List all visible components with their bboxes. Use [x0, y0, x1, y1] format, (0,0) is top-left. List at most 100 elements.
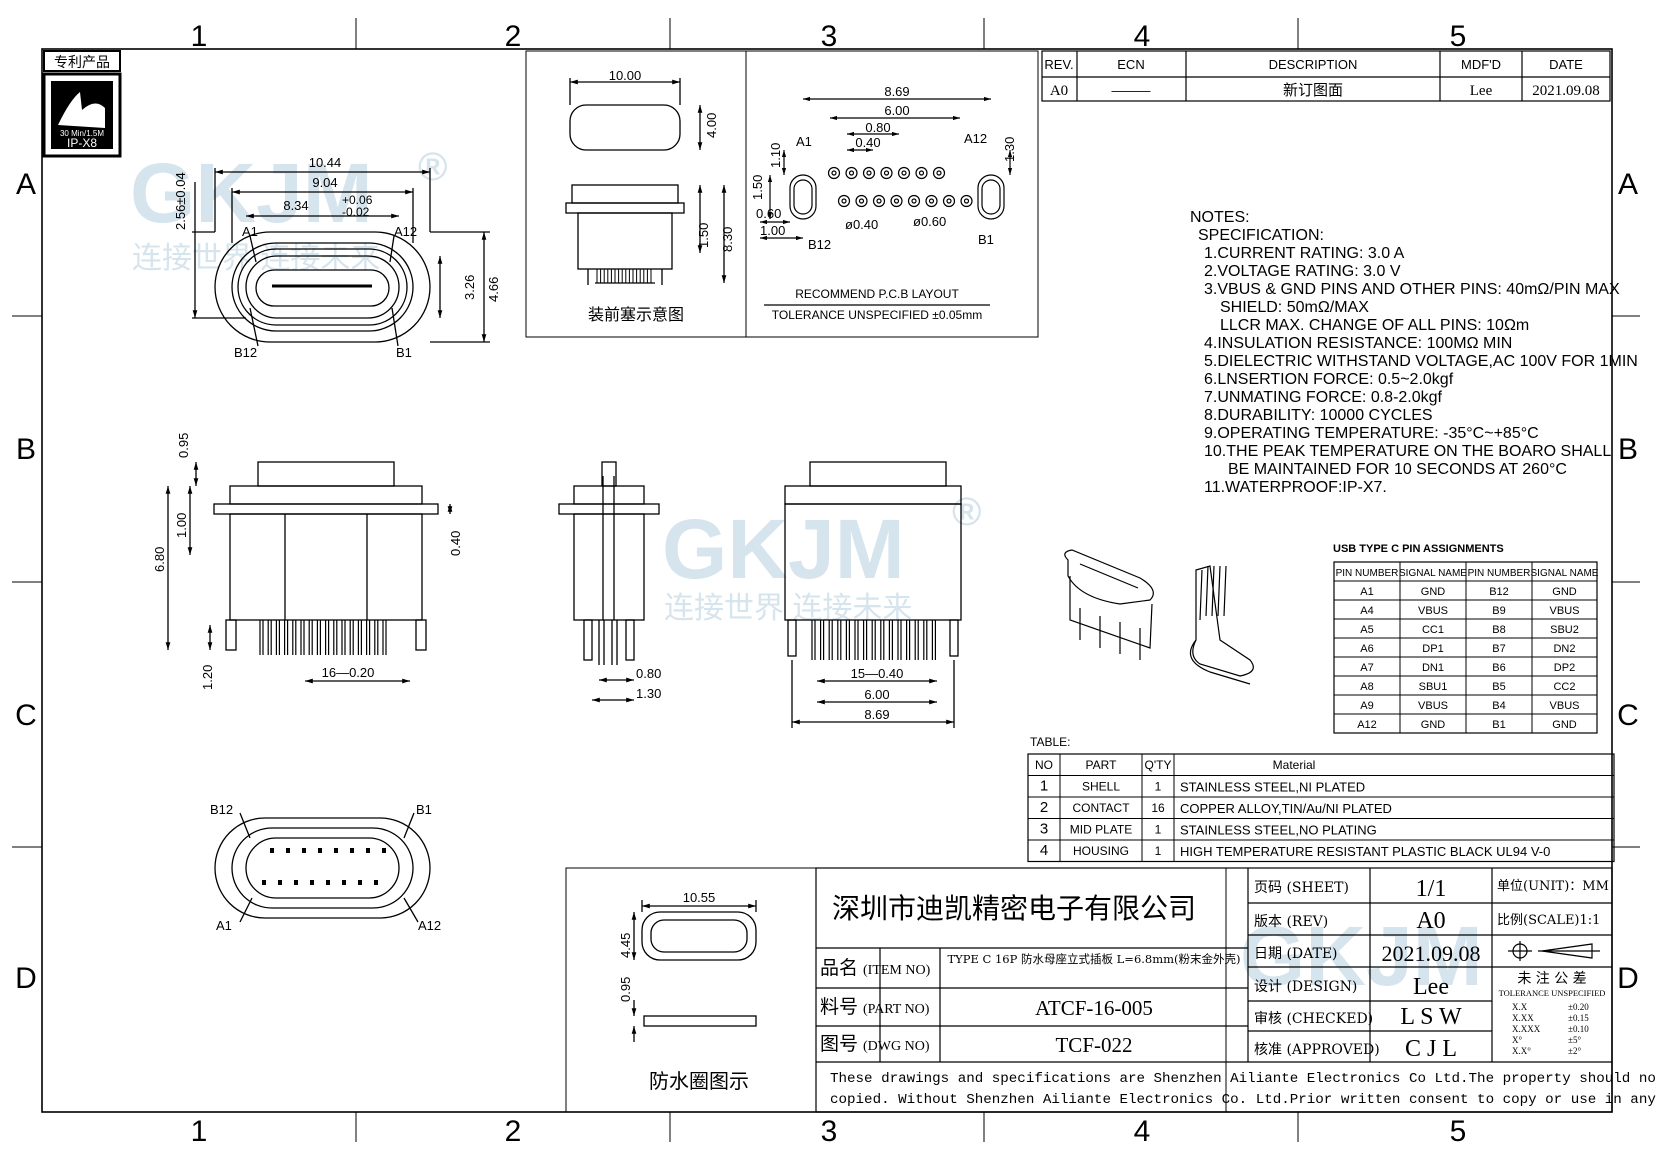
pcb-hole	[837, 194, 851, 208]
pcb-hole-inner	[858, 198, 865, 204]
pin-table-cell: B1	[1492, 719, 1505, 731]
pcb-hole-inner	[848, 170, 855, 176]
svg-text:0.95: 0.95	[176, 433, 191, 458]
title-block-text: 深圳市迪凯精密电子有限公司 品名 (ITEM NO) TYPE C 16P 防水…	[820, 876, 1656, 1108]
pin-table-cell: SBU1	[1419, 681, 1448, 693]
svg-text:A12: A12	[418, 918, 441, 933]
pcb-layout-tolerance: TOLERANCE UNSPECIFIED ±0.05mm	[772, 308, 982, 322]
pcb-hole-inner	[928, 198, 935, 204]
col-label: 5	[1450, 20, 1467, 53]
bottom-pin	[286, 848, 290, 853]
plug-caption: 装前塞示意图	[588, 305, 684, 324]
pcb-hole	[827, 166, 841, 180]
svg-text:4.45: 4.45	[618, 933, 633, 958]
pcb-hole-inner	[963, 198, 970, 204]
bom-table-border	[1027, 753, 1615, 863]
pcb-hole-inner	[918, 170, 925, 176]
pin-table-cell: DP1	[1422, 643, 1443, 655]
col-label: 3	[821, 1115, 838, 1148]
col-label: 2	[505, 1115, 522, 1148]
svg-text:———: ———	[1112, 83, 1151, 98]
svg-text:10.44: 10.44	[309, 155, 342, 170]
svg-text:品名: 品名	[820, 957, 858, 979]
seal-caption: 防水圈图示	[649, 1069, 749, 1093]
pcb-hole	[897, 166, 911, 180]
bom-table-cell: HOUSING	[1073, 844, 1129, 858]
svg-text:1.50: 1.50	[750, 175, 765, 200]
disclaimer-line-2: copied. Without Shenzhen Ailiante Electr…	[830, 1092, 1656, 1108]
front-view	[165, 461, 453, 684]
row-label: D	[15, 962, 37, 995]
svg-text:(ITEM NO): (ITEM NO)	[863, 963, 931, 978]
disclaimer-line-1: These drawings and specifications are Sh…	[830, 1071, 1656, 1087]
svg-text:0.95: 0.95	[618, 977, 633, 1002]
svg-text:A0: A0	[1050, 83, 1068, 99]
bom-table-cell: SHELL	[1082, 780, 1120, 794]
svg-text:IP-X8: IP-X8	[67, 136, 97, 150]
svg-text:A1: A1	[242, 224, 258, 239]
pin-table-cell: A9	[1360, 700, 1373, 712]
company-name: 深圳市迪凯精密电子有限公司	[832, 892, 1196, 925]
pcb-hole	[880, 166, 893, 180]
svg-text:6.80: 6.80	[152, 547, 167, 572]
svg-text:+0.06: +0.06	[342, 193, 373, 207]
svg-text:未 注 公 差: 未 注 公 差	[1517, 971, 1586, 987]
svg-text:4.00: 4.00	[704, 113, 719, 138]
pin-table-header: SIGNAL NAME	[1399, 568, 1467, 579]
row-label: C	[15, 699, 37, 732]
plug-view-pins	[596, 269, 652, 283]
pin-table-cell: B5	[1492, 681, 1505, 693]
bom-table-cell: CONTACT	[1072, 801, 1130, 815]
seal-view-dims: 10.55 4.45 0.95 防水圈图示	[618, 890, 749, 1093]
pcb-hole-inner	[911, 198, 917, 204]
col-label: 3	[821, 20, 838, 53]
svg-text:6.00: 6.00	[884, 103, 909, 118]
svg-text:4.66: 4.66	[486, 277, 501, 302]
svg-text:A12: A12	[394, 224, 417, 239]
svg-text:DESCRIPTION: DESCRIPTION	[1269, 57, 1358, 72]
svg-text:1.10: 1.10	[768, 143, 783, 168]
patent-label: 专利产品	[54, 55, 110, 71]
svg-text:版本 (REV): 版本 (REV)	[1254, 914, 1328, 930]
svg-text:A0: A0	[1416, 908, 1445, 934]
pin-table-cell: B9	[1492, 605, 1505, 617]
svg-text:X.X°: X.X°	[1512, 1046, 1531, 1056]
pcb-hole	[915, 166, 928, 180]
bottom-view	[214, 812, 431, 923]
pin-table-cell: DN2	[1553, 643, 1575, 655]
svg-text:6.LNSERTION FORCE: 0.5~2.0kgf: 6.LNSERTION FORCE: 0.5~2.0kgf	[1204, 371, 1454, 388]
svg-text:±2°: ±2°	[1568, 1046, 1581, 1056]
row-label: D	[1617, 962, 1639, 995]
svg-text:A12: A12	[964, 131, 987, 146]
bom-table-header: Material	[1273, 758, 1316, 772]
top-view	[192, 168, 490, 347]
pcb-hole	[932, 166, 946, 180]
svg-text:页码 (SHEET): 页码 (SHEET)	[1254, 880, 1349, 896]
svg-text:9.OPERATING TEMPERATURE: -35°C: 9.OPERATING TEMPERATURE: -35°C~+85°C	[1204, 425, 1539, 442]
bottom-pin	[382, 848, 386, 853]
pin-table-cell: GND	[1421, 586, 1446, 598]
pcb-hole	[845, 166, 858, 180]
item-value: TYPE C 16P 防水母座立式插板 L=6.8mm(粉末金外壳)	[947, 952, 1240, 966]
pcb-hole	[960, 194, 973, 208]
pin-table-cell: B12	[1489, 586, 1509, 598]
svg-text:6.00: 6.00	[864, 687, 889, 702]
bottom-pin	[350, 848, 354, 853]
col-label: 4	[1134, 1115, 1151, 1148]
svg-text:B12: B12	[234, 345, 257, 360]
svg-text:±5°: ±5°	[1568, 1035, 1581, 1045]
pcb-hole-inner	[866, 170, 872, 176]
bottom-pin	[294, 880, 298, 885]
svg-text:3.26: 3.26	[462, 275, 477, 300]
svg-text:SPECIFICATION:: SPECIFICATION:	[1198, 227, 1324, 244]
bottom-pin	[326, 880, 330, 885]
bom-table-cell: 1	[1155, 823, 1162, 837]
revision-table-text: REV. ECN DESCRIPTION MDF'D DATE A0 ——— 新…	[1044, 57, 1599, 99]
svg-text:±0.15: ±0.15	[1568, 1013, 1589, 1023]
svg-text:16—0.20: 16—0.20	[322, 665, 375, 680]
back-view	[784, 461, 962, 728]
pcb-hole	[925, 194, 938, 208]
bom-table-cell: 1	[1040, 778, 1048, 795]
pin-table-cell: CC2	[1553, 681, 1575, 693]
svg-text:图号: 图号	[820, 1033, 858, 1055]
